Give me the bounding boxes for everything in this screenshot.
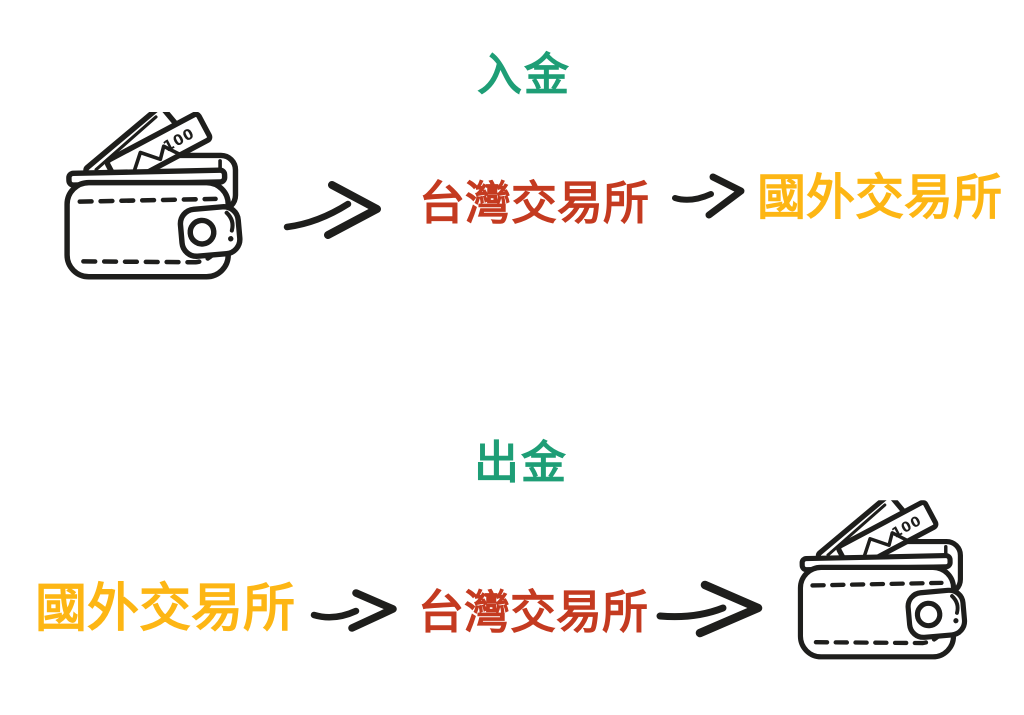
node-taiwan-exchange: 台灣交易所: [419, 177, 649, 229]
wallet-icon: [62, 112, 246, 284]
withdraw-title: 出金: [473, 437, 569, 488]
node-taiwan-exchange: 台灣交易所: [418, 586, 648, 638]
node-foreign-exchange: 國外交易所: [35, 580, 296, 638]
deposit-title: 入金: [476, 49, 572, 100]
node-foreign-exchange: 國外交易所: [757, 171, 1003, 225]
deposit-arrow-1-icon: [283, 181, 381, 239]
withdraw-arrow-1-icon: [310, 589, 397, 632]
wallet-icon: [797, 494, 969, 670]
withdraw-arrow-2-icon: [656, 580, 763, 638]
deposit-arrow-2-icon: [672, 173, 745, 219]
